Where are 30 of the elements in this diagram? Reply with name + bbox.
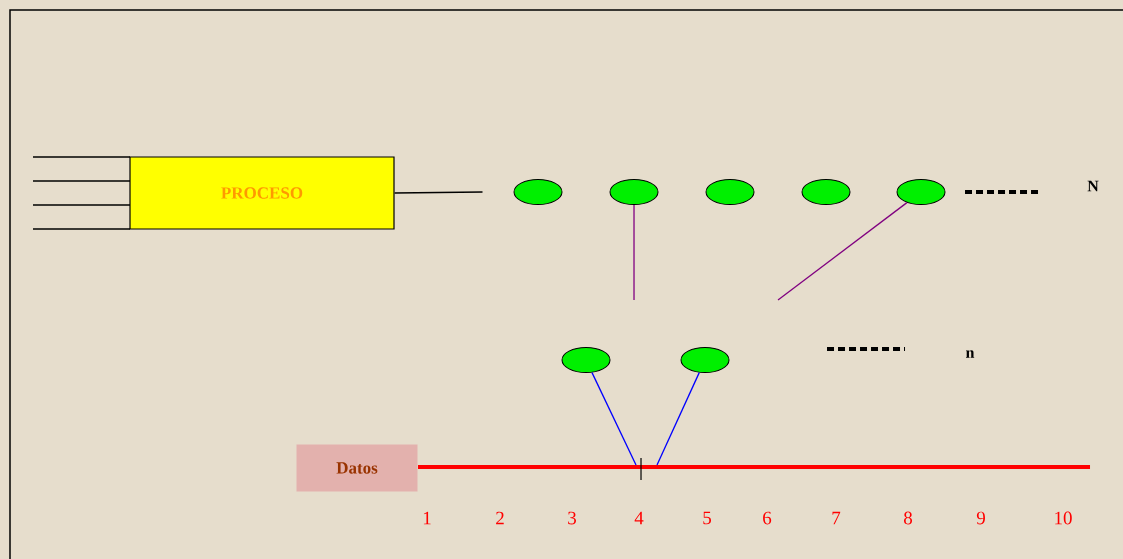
scale-number: 1 (423, 511, 431, 525)
variable-label: n (966, 350, 975, 358)
scale-number: 6 (763, 511, 772, 525)
connector-line (393, 191, 484, 194)
connector-line (777, 202, 908, 301)
ellipse-node (705, 179, 755, 205)
connector-line (32, 204, 131, 206)
scale-number: 4 (634, 511, 644, 525)
ellipse-node (561, 347, 611, 373)
scale-number: 7 (832, 511, 841, 525)
scale-number: 2 (496, 511, 504, 525)
scale-number: 9 (976, 511, 985, 525)
connector-line (32, 180, 131, 182)
connector-line (32, 228, 131, 230)
connector-line (591, 371, 637, 466)
scale-number: 10 (1055, 511, 1072, 525)
ellipse-node (801, 179, 851, 205)
connector-line (32, 156, 131, 158)
variable-label: N (1087, 180, 1099, 192)
scale-number: 3 (568, 511, 576, 525)
connector-line (656, 372, 700, 466)
process-box: PROCESO (129, 156, 395, 230)
ellipse-node (513, 179, 563, 205)
ellipse-node (680, 347, 730, 373)
connector-line (633, 204, 635, 301)
scale-number: 8 (904, 511, 913, 525)
data-box: Datos (296, 444, 418, 492)
scale-number: 5 (703, 511, 711, 525)
ellipse-node (609, 179, 659, 205)
ellipse-node (896, 179, 946, 205)
